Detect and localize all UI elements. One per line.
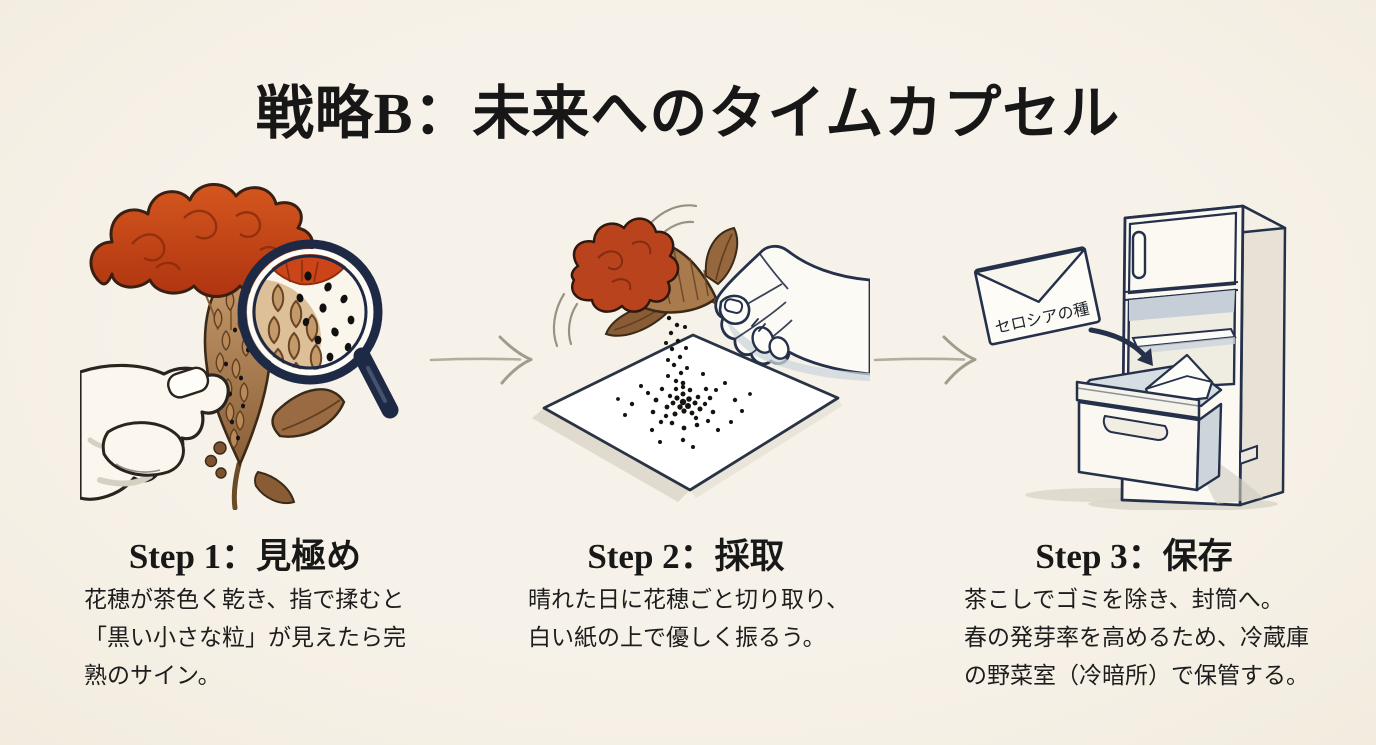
step2-description: 晴れた日に花穂ごと切り取り、 白い紙の上で優しく振るう。 (528, 586, 850, 650)
thumbnail (723, 298, 744, 314)
seed-pile (616, 372, 752, 449)
inverted-celosia-flower (570, 217, 739, 337)
white-paper-sheet (532, 333, 842, 502)
arrow-into-drawer-icon (1088, 327, 1153, 366)
vegetable-drawer (1075, 353, 1223, 492)
step1-illustration (80, 183, 399, 510)
step3-label: Step 3：保存 (1035, 537, 1233, 576)
step3-description: 茶こしでゴミを除き、封筒へ。 春の発芽率を高めるため、冷蔵庫 の野菜室（冷暗所）… (964, 586, 1309, 688)
step1-description: 花穂が茶色く乾き、指で揉むと 「黒い小さな粒」が見えたら完 熟のサイン。 (84, 586, 406, 688)
flow-arrow-right-icon (873, 335, 977, 385)
hand (80, 363, 230, 501)
flow-arrow-right-icon (429, 335, 533, 385)
fingernail (167, 366, 210, 399)
hand (714, 244, 870, 381)
page-title: 戦略B：未来へのタイムカプセル (255, 81, 1121, 146)
celosia-stem-and-leaves (204, 388, 346, 510)
step2-illustration (532, 204, 870, 502)
magnified-seeds (296, 271, 355, 362)
freezer-door (1127, 211, 1238, 295)
magnifying-glass-icon (237, 239, 399, 419)
step1-label: Step 1：見極め (128, 537, 362, 576)
open-compartment (1126, 288, 1237, 392)
step3-illustration: セロシアの種 (973, 204, 1287, 510)
drawer-handle-notch (1102, 414, 1169, 442)
seed-envelope: セロシアの種 (973, 246, 1101, 346)
step2-label: Step 2：採取 (587, 537, 785, 576)
envelope-in-drawer (1144, 353, 1214, 406)
freezer-door-handle (1131, 230, 1147, 280)
